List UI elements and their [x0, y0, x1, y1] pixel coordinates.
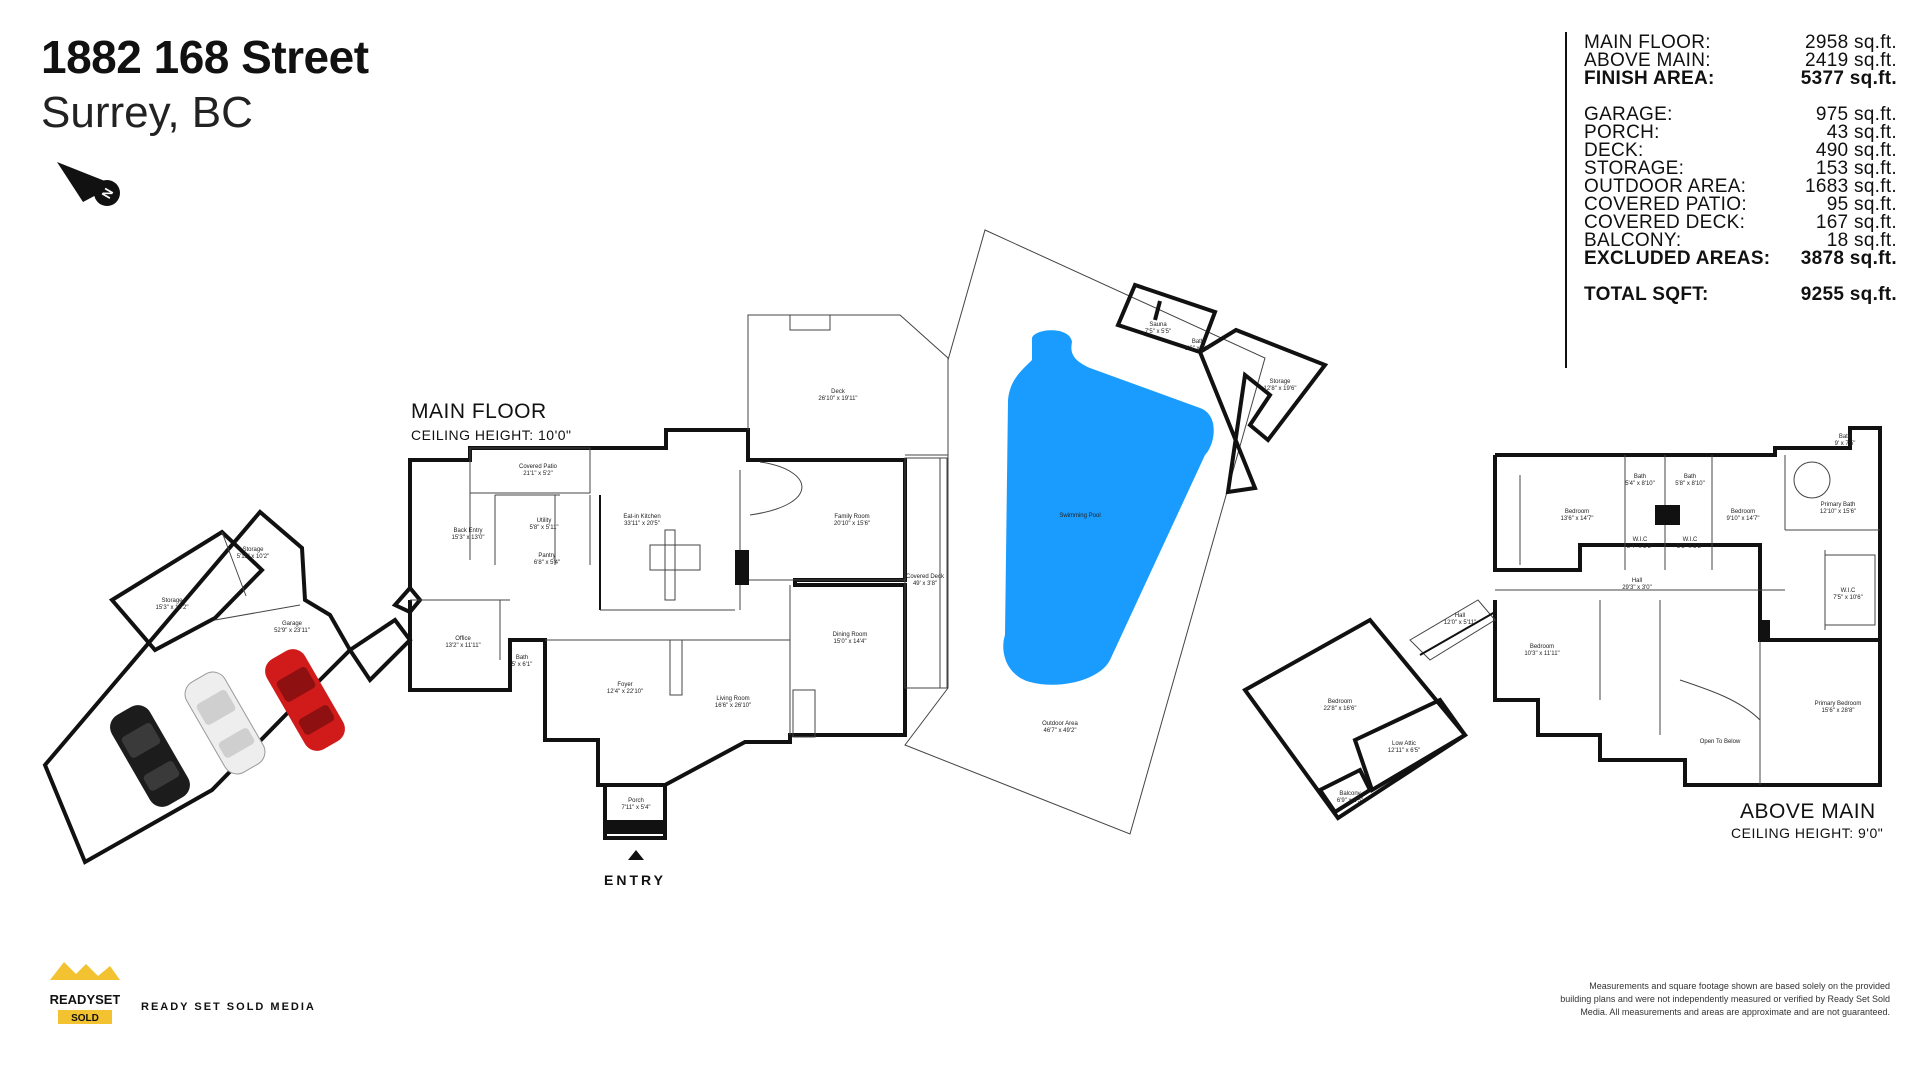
car-red-icon: [265, 649, 345, 751]
stat-label: STORAGE:: [1584, 158, 1685, 179]
garage-wing: [42, 509, 423, 865]
stat-label: MAIN FLOOR:: [1584, 32, 1711, 53]
above-main-ceiling: CEILING HEIGHT: 9'0": [1731, 825, 1884, 841]
car-white-icon: [184, 671, 266, 775]
main-floor-ceiling: CEILING HEIGHT: 10'0": [411, 427, 572, 443]
stat-label: BALCONY:: [1584, 230, 1682, 251]
brand-name: READY SET SOLD MEDIA: [141, 1001, 316, 1013]
stat-value: 2958 sq.ft.: [1804, 32, 1897, 53]
stat-value: 975 sq.ft.: [1815, 104, 1897, 125]
stat-value: 490 sq.ft.: [1815, 140, 1897, 161]
stat-label: FINISH AREA:: [1584, 68, 1715, 89]
stat-label: TOTAL SQFT:: [1584, 284, 1709, 305]
main-floor-label: MAIN FLOOR: [411, 400, 547, 423]
main-house: [408, 428, 907, 860]
above-main-label: ABOVE MAIN: [1740, 800, 1876, 823]
property-city: Surrey, BC: [41, 88, 253, 137]
sauna-building: [1115, 282, 1329, 495]
deck: [747, 314, 949, 456]
stat-label: COVERED PATIO:: [1584, 194, 1747, 215]
stat-value: 167 sq.ft.: [1815, 212, 1897, 233]
stat-value: 43 sq.ft.: [1826, 122, 1897, 143]
property-address: 1882 168 Street: [41, 31, 369, 83]
stat-value: 9255 sq.ft.: [1800, 284, 1897, 305]
svg-text:SOLD: SOLD: [71, 1013, 99, 1024]
outdoor-area: [904, 229, 1266, 835]
entry-label: ENTRY: [604, 872, 666, 888]
area-summary: MAIN FLOOR: 2958 sq.ft. ABOVE MAIN: 2419 sq…: [1565, 32, 1897, 368]
above-main-plan: [1242, 426, 1882, 821]
ready-set-sold-logo: READYSET SOLD: [50, 962, 120, 1024]
stat-value: 95 sq.ft.: [1826, 194, 1897, 215]
stat-label: ABOVE MAIN:: [1584, 50, 1711, 71]
svg-text:READYSET: READYSET: [50, 992, 120, 1007]
swimming-pool: [1003, 330, 1214, 685]
north-arrow-icon: N: [57, 162, 120, 206]
covered-deck: [904, 457, 948, 689]
stat-value: 3878 sq.ft.: [1800, 248, 1897, 269]
stat-label: PORCH:: [1584, 122, 1660, 143]
entry-arrow-icon: [628, 850, 644, 860]
stat-value: 5377 sq.ft.: [1800, 68, 1897, 89]
car-black-icon: [110, 705, 190, 807]
stat-label: EXCLUDED AREAS:: [1584, 248, 1771, 269]
stat-value: 18 sq.ft.: [1826, 230, 1897, 251]
stat-label: DECK:: [1584, 140, 1644, 161]
stat-label: GARAGE:: [1584, 104, 1673, 125]
stat-value: 2419 sq.ft.: [1804, 50, 1897, 71]
stat-label: COVERED DECK:: [1584, 212, 1746, 233]
room-label: Swimming Pool: [1059, 513, 1100, 519]
stat-label: OUTDOOR AREA:: [1584, 176, 1747, 197]
room-label: Open To Below: [1700, 739, 1741, 745]
disclaimer-text: Measurements and square footage shown ar…: [1560, 981, 1890, 1017]
stat-value: 1683 sq.ft.: [1804, 176, 1897, 197]
stat-value: 153 sq.ft.: [1815, 158, 1897, 179]
